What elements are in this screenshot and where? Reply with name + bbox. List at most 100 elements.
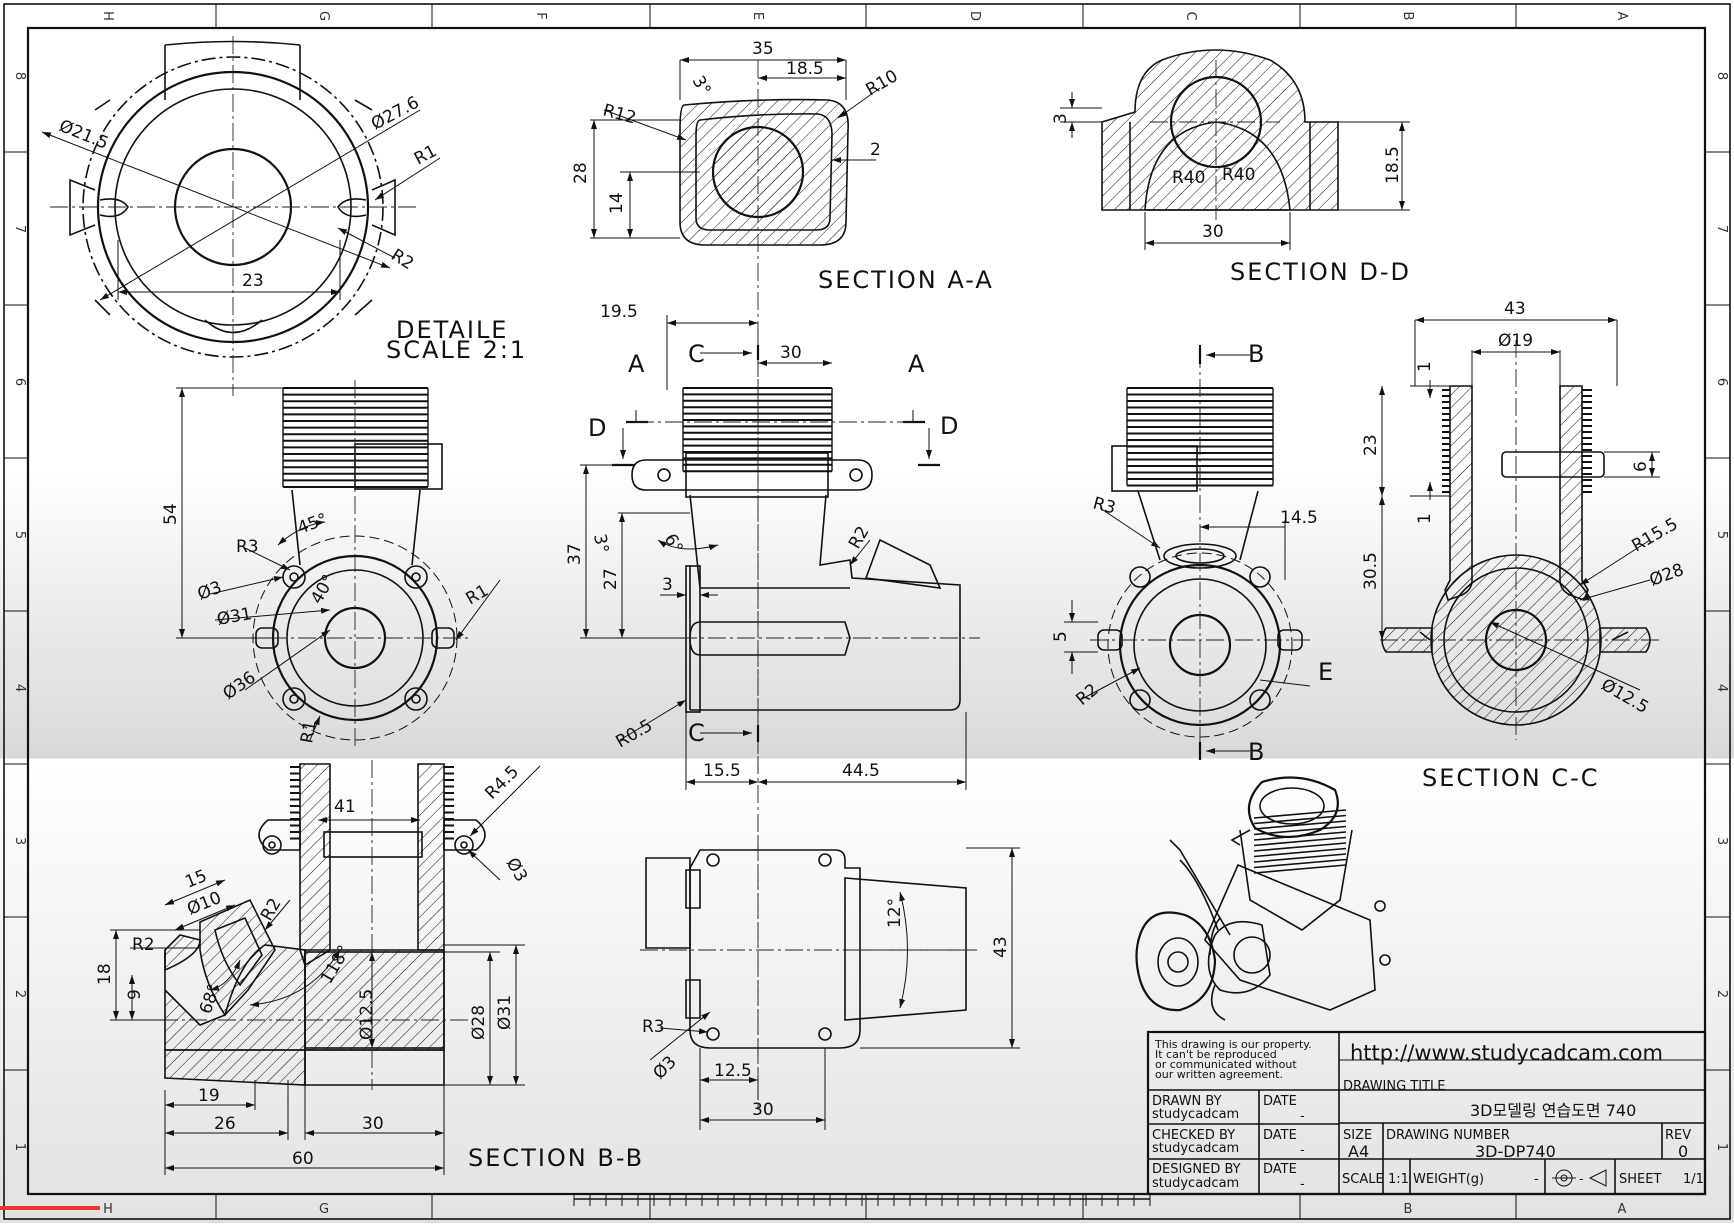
cut-label-d-left: D: [588, 414, 608, 442]
drawing-line: [1253, 825, 1347, 836]
svg-text:R1: R1: [297, 719, 321, 745]
svg-text:3D모델링 연습도면 740: 3D모델링 연습도면 740: [1470, 1101, 1636, 1120]
svg-text:Ø19: Ø19: [1498, 331, 1533, 351]
svg-text:28: 28: [571, 162, 591, 184]
svg-text:3: 3: [1051, 113, 1071, 124]
cut-label-b-bottom: B: [1248, 738, 1266, 766]
svg-text:http://www.studycadcam.com: http://www.studycadcam.com: [1350, 1041, 1663, 1065]
svg-text:-: -: [1300, 1177, 1305, 1192]
svg-text:SHEET: SHEET: [1619, 1172, 1661, 1187]
svg-text:1: 1: [1415, 513, 1435, 524]
svg-text:6: 6: [1714, 378, 1729, 386]
svg-text:B: B: [1400, 12, 1415, 21]
svg-text:DRAWING TITLE: DRAWING TITLE: [1343, 1079, 1446, 1094]
section-dd-view: 3 R40 R40 30 18.5: [1051, 49, 1410, 250]
svg-text:or communicated without: or communicated without: [1155, 1058, 1297, 1071]
svg-text:2: 2: [870, 140, 881, 160]
svg-text:8: 8: [12, 72, 27, 80]
title-block: This drawing is our property. It can't b…: [1146, 1030, 1707, 1196]
svg-text:G: G: [316, 11, 331, 21]
svg-text:3: 3: [12, 837, 27, 845]
section-cc-title: SECTION C-C: [1422, 764, 1600, 792]
svg-text:35: 35: [752, 39, 774, 59]
section-aa-title: SECTION A-A: [818, 266, 994, 294]
svg-text:7: 7: [1714, 225, 1729, 233]
svg-text:G: G: [319, 1202, 329, 1217]
svg-text:R3: R3: [236, 537, 259, 557]
svg-text:DRAWING NUMBER: DRAWING NUMBER: [1386, 1128, 1510, 1143]
zone-labels: H G F E D C B A H G B A 8 7 6 5 4 3 2 1 …: [12, 11, 1729, 1217]
svg-text:12.5: 12.5: [714, 1061, 752, 1081]
svg-text:19: 19: [198, 1086, 220, 1106]
svg-text:R40: R40: [1222, 165, 1255, 185]
svg-text:DRAWN BY: DRAWN BY: [1152, 1094, 1222, 1109]
svg-text:WEIGHT(g): WEIGHT(g): [1413, 1172, 1484, 1187]
svg-text:R2: R2: [132, 935, 155, 955]
svg-text:R3: R3: [642, 1017, 665, 1037]
svg-text:Ø31: Ø31: [495, 995, 515, 1030]
drawing-line: [1253, 820, 1347, 830]
svg-text:0: 0: [1678, 1142, 1688, 1161]
section-bb-title: SECTION B-B: [468, 1144, 644, 1172]
svg-text:6: 6: [12, 378, 27, 386]
cut-label-c-bottom: C: [688, 719, 707, 747]
svg-text:5: 5: [12, 531, 27, 539]
svg-text:DATE: DATE: [1263, 1162, 1297, 1177]
svg-text:18.5: 18.5: [1383, 146, 1403, 184]
svg-text:This drawing is our property.: This drawing is our property.: [1154, 1038, 1312, 1051]
drawing-line: [1253, 842, 1347, 852]
svg-text:9: 9: [125, 989, 145, 1000]
svg-text:8: 8: [1714, 72, 1729, 80]
svg-text:1:1: 1:1: [1388, 1172, 1409, 1187]
svg-text:1: 1: [12, 1143, 27, 1151]
drawing-line: [1253, 853, 1347, 863]
svg-text:5: 5: [1051, 631, 1071, 642]
svg-text:43: 43: [991, 936, 1011, 958]
progress-indicator: [0, 1206, 100, 1210]
svg-text:E: E: [750, 12, 765, 20]
svg-text:44.5: 44.5: [842, 761, 880, 781]
svg-text:3: 3: [1714, 837, 1729, 845]
svg-text:6: 6: [1631, 461, 1651, 472]
svg-text:REV: REV: [1665, 1128, 1691, 1143]
svg-text:SCALE: SCALE: [1342, 1172, 1384, 1187]
front-view: 19.5 30 37 3° 27 6° 3 R2 R0.5 15.5 44.5: [565, 302, 980, 790]
svg-text:26: 26: [214, 1114, 236, 1134]
detail-scale: SCALE 2:1: [386, 336, 527, 364]
svg-text:F: F: [533, 12, 548, 19]
svg-text:studycadcam: studycadcam: [1152, 1176, 1239, 1191]
svg-text:It can't be reproduced: It can't be reproduced: [1155, 1048, 1277, 1061]
svg-text:1: 1: [1714, 1143, 1729, 1151]
svg-text:30.5: 30.5: [1361, 552, 1381, 590]
svg-text:Ø12.5: Ø12.5: [357, 989, 377, 1040]
svg-text:-: -: [1579, 1172, 1584, 1187]
section-bb-view: 41 R4.5 Ø3 15 Ø10 R2 R2 18 9 68° 118° Ø1…: [95, 760, 541, 1175]
svg-text:studycadcam: studycadcam: [1152, 1141, 1239, 1156]
drawing-line: [1253, 836, 1347, 847]
drawing-line: [1253, 847, 1347, 858]
svg-text:studycadcam: studycadcam: [1152, 1107, 1239, 1122]
svg-text:our written agreement.: our written agreement.: [1155, 1068, 1283, 1081]
svg-text:H: H: [100, 11, 115, 21]
svg-text:3: 3: [662, 575, 673, 595]
svg-text:30: 30: [780, 343, 802, 363]
svg-text:A4: A4: [1348, 1142, 1369, 1161]
svg-text:23: 23: [242, 271, 264, 291]
section-cc-view: 43 Ø19 1 23 1 6 30.5 R15.5 Ø28 Ø12.5: [1361, 299, 1687, 740]
side-view: 54 45° R3 Ø3 Ø31 40° Ø36 R1 R1: [161, 380, 501, 750]
svg-text:60: 60: [292, 1149, 314, 1169]
svg-text:DESIGNED BY: DESIGNED BY: [1152, 1162, 1241, 1177]
cut-label-a-left: A: [628, 350, 646, 378]
svg-text:H: H: [103, 1202, 113, 1217]
svg-text:B: B: [1404, 1202, 1413, 1217]
svg-text:CHECKED BY: CHECKED BY: [1152, 1128, 1235, 1143]
svg-text:A: A: [1614, 12, 1629, 21]
svg-text:Ø28: Ø28: [469, 1005, 489, 1040]
svg-text:15.5: 15.5: [703, 761, 741, 781]
svg-text:27: 27: [601, 568, 621, 590]
svg-text:41: 41: [334, 797, 356, 817]
svg-text:3°: 3°: [589, 532, 612, 555]
section-dd-title: SECTION D-D: [1230, 258, 1411, 286]
svg-text:5: 5: [1714, 531, 1729, 539]
